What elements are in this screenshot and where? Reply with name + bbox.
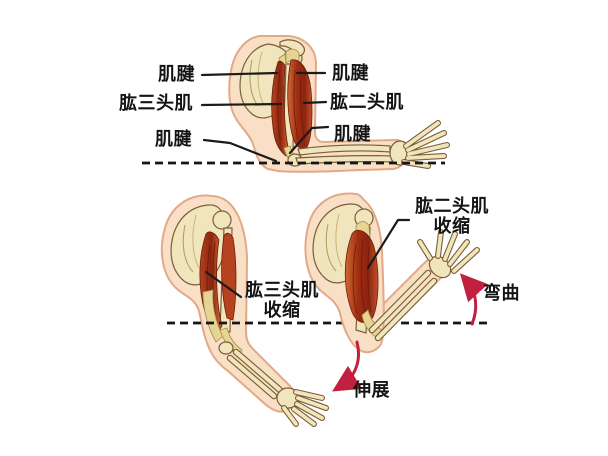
label-biceps: 肱二头肌 bbox=[330, 92, 404, 112]
leader-tendon-bottom-left bbox=[202, 138, 278, 163]
leader-triceps-contract bbox=[204, 270, 243, 299]
top-hand-bones bbox=[389, 120, 450, 169]
figure-top-arm bbox=[228, 34, 450, 173]
bl-forearm-bones bbox=[226, 348, 284, 400]
leader-triceps bbox=[200, 102, 283, 107]
label-triceps-contraction-line1: 肱三头肌 bbox=[245, 280, 319, 300]
label-bend-motion: 弯曲 bbox=[483, 283, 520, 303]
label-tendon-elbow-right: 肌腱 bbox=[334, 124, 371, 144]
bl-hand-bones bbox=[276, 387, 329, 427]
label-extend-motion: 伸展 bbox=[353, 380, 390, 400]
label-tendon-top-left: 肌腱 bbox=[158, 64, 195, 84]
label-tendon-top-right: 肌腱 bbox=[332, 63, 369, 83]
label-biceps-contraction: 肱二头肌 收缩 bbox=[404, 196, 500, 236]
label-tendon-bottom-left: 肌腱 bbox=[155, 129, 192, 149]
br-hand-bones bbox=[417, 229, 480, 279]
bl-humerus-head bbox=[212, 210, 232, 230]
bend-arrow-icon bbox=[459, 273, 489, 326]
bottom-leader-lines bbox=[204, 218, 411, 299]
label-triceps-contraction-line2: 收缩 bbox=[263, 300, 301, 320]
br-forearm-bones bbox=[368, 269, 438, 342]
leader-tendon-elbow-right bbox=[288, 125, 330, 155]
extend-arrow-icon bbox=[332, 340, 363, 392]
label-triceps: 肱三头肌 bbox=[119, 93, 193, 113]
leader-tendon-top-left bbox=[200, 71, 279, 77]
bl-elbow-bone bbox=[218, 341, 234, 355]
top-leader-lines bbox=[200, 71, 330, 163]
leader-biceps-contract bbox=[366, 218, 411, 270]
label-triceps-contraction: 肱三头肌 收缩 bbox=[234, 280, 330, 320]
top-biceps-muscle bbox=[287, 59, 313, 150]
figure-bottom-left-arm bbox=[160, 194, 329, 427]
leader-biceps bbox=[302, 100, 328, 105]
label-biceps-contraction-line2: 收缩 bbox=[433, 216, 471, 236]
figure-bottom-right-arm bbox=[304, 192, 480, 354]
label-biceps-contraction-line1: 肱二头肌 bbox=[415, 196, 489, 216]
